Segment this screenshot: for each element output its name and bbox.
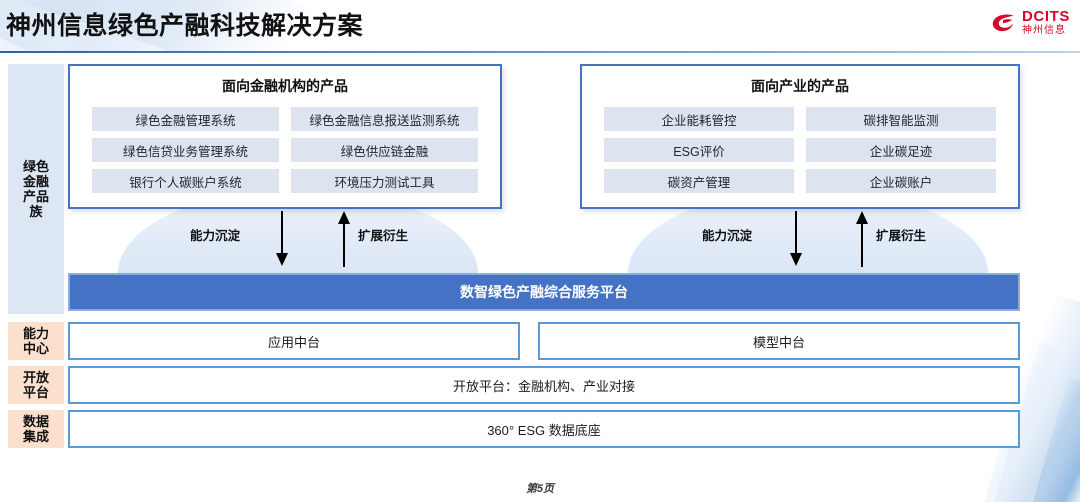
product-chip-grid-right: 企业能耗管控 碳排智能监测 ESG评价 企业碳足迹 碳资产管理 企业碳账户	[582, 96, 1018, 193]
product-chip[interactable]: 绿色供应链金融	[291, 138, 478, 162]
platform-bar[interactable]: 数智绿色产融综合服务平台	[68, 273, 1020, 311]
logo-wordmark: DCITS 神州信息	[1022, 9, 1070, 36]
sidebar-label-data-integration: 数据 集成	[22, 414, 49, 444]
flow-label-capability-precipitation-right: 能力沉淀	[702, 229, 753, 243]
product-group-industry: 面向产业的产品 企业能耗管控 碳排智能监测 ESG评价 企业碳足迹 碳资产管理 …	[580, 64, 1020, 209]
sidebar-label-open-platform: 开放 平台	[22, 370, 49, 400]
arrow-down-icon-right	[790, 211, 802, 266]
sidebar-item-data-integration: 数据 集成	[8, 410, 64, 448]
flow-label-expansion-derivation-left: 扩展衍生	[358, 229, 409, 243]
product-chip-grid-left: 绿色金融管理系统 绿色金融信息报送监测系统 绿色信贷业务管理系统 绿色供应链金融…	[70, 96, 500, 193]
flow-label-capability-precipitation-left: 能力沉淀	[190, 229, 241, 243]
sidebar-label-green-finance: 绿色 金融 产品 族	[22, 159, 49, 219]
logo-en-text: DCITS	[1022, 8, 1070, 25]
product-chip[interactable]: 银行个人碳账户系统	[92, 169, 279, 193]
logo-cn-text: 神州信息	[1022, 25, 1066, 36]
diagram-stage: 绿色 金融 产品 族 能力 中心 开放 平台 数据 集成	[0, 56, 1080, 502]
capability-box-application-midplatform[interactable]: 应用中台	[68, 322, 520, 360]
sidebar-item-capability-center: 能力 中心	[8, 322, 64, 360]
arrow-down-icon-left	[276, 211, 288, 266]
dcits-swoosh-icon	[992, 13, 1014, 31]
product-group-right-title: 面向产业的产品	[751, 78, 849, 94]
product-group-left-title: 面向金融机构的产品	[222, 78, 348, 94]
open-platform-box[interactable]: 开放平台：金融机构、产业对接	[68, 366, 1020, 404]
product-chip[interactable]: 企业碳足迹	[806, 138, 996, 162]
product-chip[interactable]: 碳资产管理	[604, 169, 794, 193]
product-chip[interactable]: 环境压力测试工具	[291, 169, 478, 193]
page-number: 第5页	[525, 483, 555, 495]
slide-header: 神州信息绿色产融科技解决方案 DCITS 神州信息	[0, 0, 1080, 53]
product-chip[interactable]: ESG评价	[604, 138, 794, 162]
product-group-financial-institutions: 面向金融机构的产品 绿色金融管理系统 绿色金融信息报送监测系统 绿色信贷业务管理…	[68, 64, 502, 209]
header-divider	[0, 51, 1080, 53]
page-title: 神州信息绿色产融科技解决方案	[6, 12, 364, 40]
arrow-up-icon-left	[338, 211, 350, 267]
product-chip[interactable]: 绿色信贷业务管理系统	[92, 138, 279, 162]
product-chip[interactable]: 企业能耗管控	[604, 107, 794, 131]
product-chip[interactable]: 企业碳账户	[806, 169, 996, 193]
arrow-up-icon-right	[856, 211, 868, 267]
sidebar-item-green-finance-product-family: 绿色 金融 产品 族	[8, 64, 64, 314]
capability-box-model-midplatform[interactable]: 模型中台	[538, 322, 1020, 360]
sidebar-item-open-platform: 开放 平台	[8, 366, 64, 404]
product-chip[interactable]: 绿色金融信息报送监测系统	[291, 107, 478, 131]
data-foundation-box[interactable]: 360° ESG 数据底座	[68, 410, 1020, 448]
product-chip[interactable]: 碳排智能监测	[806, 107, 996, 131]
sidebar-label-capability-center: 能力 中心	[22, 326, 49, 356]
product-chip[interactable]: 绿色金融管理系统	[92, 107, 279, 131]
flow-label-expansion-derivation-right: 扩展衍生	[876, 229, 927, 243]
dcits-logo: DCITS 神州信息	[991, 9, 1070, 36]
